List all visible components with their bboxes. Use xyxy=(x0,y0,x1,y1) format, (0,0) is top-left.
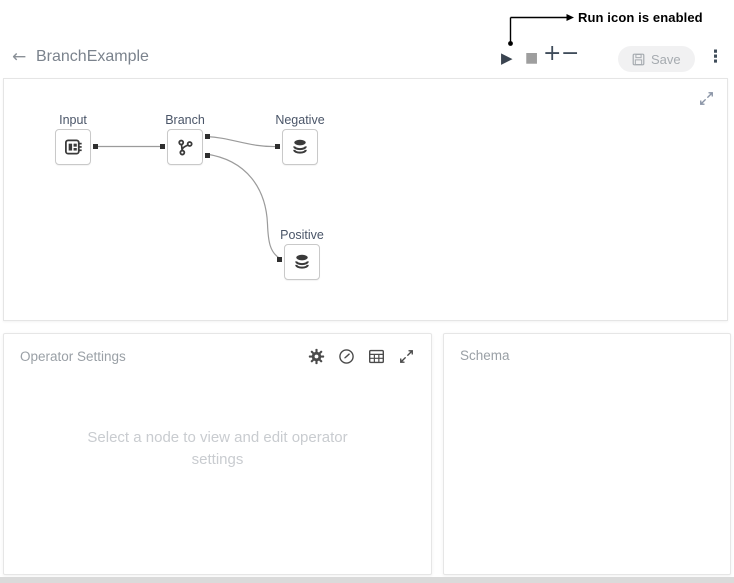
node-negative[interactable]: Negative xyxy=(275,113,325,165)
input-port[interactable] xyxy=(160,144,165,149)
run-icon[interactable]: ▶ xyxy=(501,49,513,67)
bottom-divider xyxy=(0,577,734,583)
kebab-menu-icon[interactable]: ⋮ xyxy=(707,47,724,67)
save-icon xyxy=(632,53,645,66)
back-button[interactable]: ← xyxy=(12,47,27,67)
node-branch-label: Branch xyxy=(165,113,205,127)
output-port-true[interactable] xyxy=(205,134,210,139)
operator-settings-panel: Operator Settings xyxy=(3,333,432,575)
branch-icon xyxy=(175,137,195,157)
workflow-edges xyxy=(94,135,281,260)
output-port-false[interactable] xyxy=(205,153,210,158)
clock-icon[interactable] xyxy=(338,348,355,365)
save-button[interactable]: Save xyxy=(618,46,695,72)
gear-icon[interactable] xyxy=(308,348,325,365)
node-positive[interactable]: Positive xyxy=(277,228,324,280)
table-icon[interactable] xyxy=(368,348,385,365)
node-input[interactable]: Input xyxy=(55,113,98,165)
database-icon xyxy=(290,137,310,157)
zoom-in-icon[interactable]: + xyxy=(543,41,562,66)
schema-title: Schema xyxy=(460,348,510,363)
node-branch[interactable]: Branch xyxy=(160,113,210,165)
node-negative-label: Negative xyxy=(275,113,325,127)
input-port[interactable] xyxy=(277,257,282,262)
annotation-arrow xyxy=(508,14,574,46)
annotation-label: Run icon is enabled xyxy=(578,10,703,25)
operator-settings-placeholder: Select a node to view and edit operator … xyxy=(87,429,348,468)
database-icon xyxy=(292,252,312,272)
node-positive-label: Positive xyxy=(280,228,324,242)
zoom-out-icon[interactable]: − xyxy=(561,41,580,66)
expand-icon[interactable] xyxy=(398,348,415,365)
input-port[interactable] xyxy=(275,144,280,149)
canvas-expand-icon[interactable] xyxy=(698,90,715,112)
save-button-label: Save xyxy=(651,51,681,67)
operator-settings-title: Operator Settings xyxy=(20,349,126,364)
output-port[interactable] xyxy=(93,144,98,149)
stop-icon[interactable]: ■ xyxy=(525,50,539,66)
chip-icon xyxy=(63,137,83,157)
node-input-label: Input xyxy=(59,113,87,127)
page-title: BranchExample xyxy=(36,48,149,65)
schema-panel: Schema xyxy=(443,333,731,575)
workflow-canvas[interactable]: Input Branch xyxy=(3,78,728,321)
